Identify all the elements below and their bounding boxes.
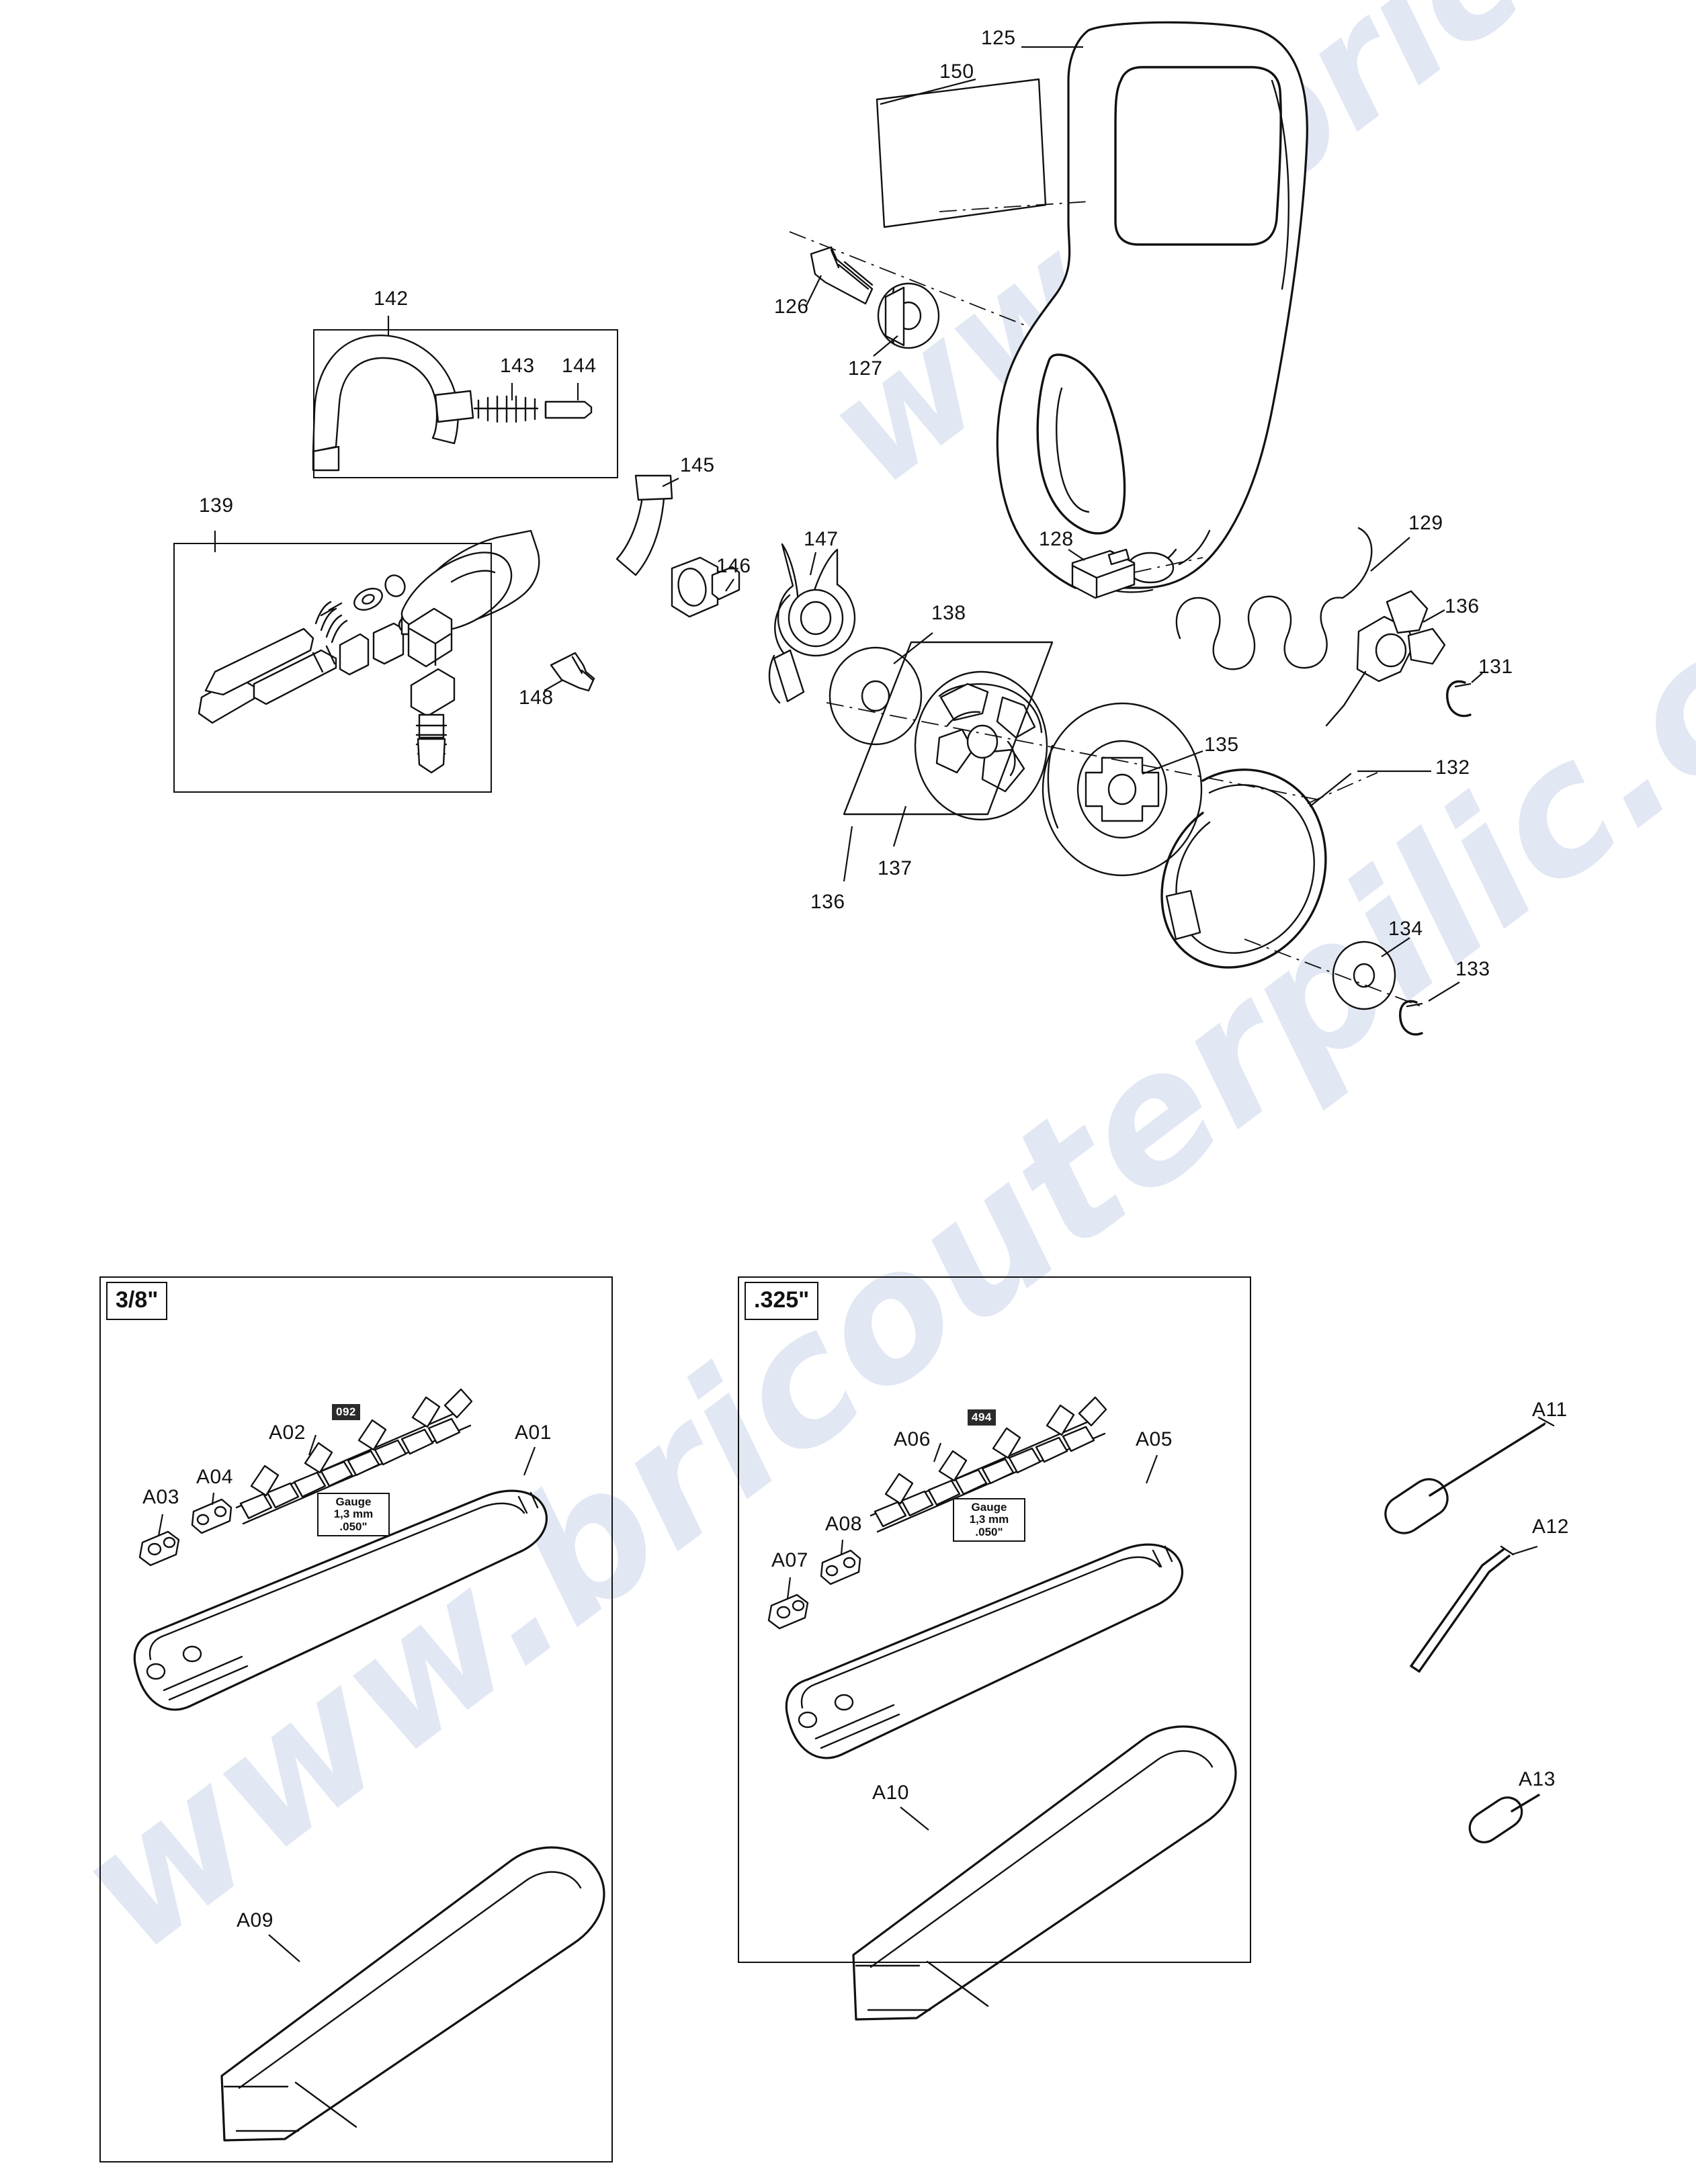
- panel-left-tag: 3/8": [106, 1282, 168, 1320]
- part-148-screw: [551, 653, 594, 691]
- part-132-brake-band: [1162, 770, 1351, 967]
- gauge-line-2: 1,3 mm: [969, 1513, 1009, 1526]
- callout-146: 146: [716, 555, 751, 577]
- part-134-washer: [1333, 942, 1395, 1009]
- part-133-clip: [1400, 1001, 1422, 1034]
- part-A12-hex-key: [1411, 1546, 1513, 1671]
- chip-label-right: 494: [968, 1409, 996, 1426]
- callout-144: 144: [562, 355, 597, 377]
- callout-133: 133: [1455, 958, 1490, 980]
- callout-128: 128: [1039, 528, 1074, 550]
- part-127-bushing: [878, 283, 939, 348]
- part-126-screw: [811, 247, 872, 304]
- callout-136-right: 136: [1445, 595, 1480, 617]
- part-125-handle: [997, 22, 1307, 592]
- callout-A03: A03: [142, 1486, 179, 1508]
- callout-126: 126: [774, 296, 809, 318]
- callout-143: 143: [500, 355, 535, 377]
- callout-136-left: 136: [810, 891, 845, 913]
- gauge-line-2: 1,3 mm: [333, 1508, 374, 1521]
- part-136-lever: [1326, 591, 1445, 726]
- callout-125: 125: [981, 27, 1016, 49]
- callout-129: 129: [1408, 512, 1443, 534]
- callout-150: 150: [939, 60, 974, 83]
- callout-A06: A06: [894, 1428, 931, 1450]
- part-A11-wrench: [1386, 1417, 1554, 1533]
- callout-A01: A01: [515, 1422, 552, 1444]
- callout-142: 142: [374, 288, 409, 310]
- part-145-tube: [617, 476, 672, 575]
- panel-left-frame: [99, 1276, 613, 2163]
- gauge-line-3: .050": [339, 1520, 368, 1533]
- chip-label-left: 092: [332, 1404, 360, 1420]
- callout-A13: A13: [1519, 1768, 1556, 1790]
- part-137-clutch: [915, 672, 1047, 820]
- callout-139: 139: [199, 494, 234, 517]
- part-box-139: [173, 543, 492, 793]
- part-131-clip: [1447, 681, 1470, 715]
- panel-right-tag: .325": [745, 1282, 819, 1320]
- part-A13-driver: [1470, 1795, 1539, 1842]
- callout-A12: A12: [1532, 1516, 1569, 1538]
- callout-A08: A08: [825, 1513, 862, 1535]
- part-128-insulator: [1072, 550, 1134, 598]
- gauge-line-1: Gauge: [335, 1495, 372, 1508]
- callout-A05: A05: [1136, 1428, 1173, 1450]
- watermark-text: www.bricouterpilic.com: [793, 0, 1696, 521]
- callout-A09: A09: [237, 1909, 273, 1931]
- gauge-label-left: Gauge 1,3 mm .050": [317, 1493, 390, 1537]
- callout-132: 132: [1435, 756, 1470, 779]
- part-box-142: [313, 329, 618, 478]
- callout-A11: A11: [1532, 1399, 1568, 1421]
- callout-138: 138: [931, 602, 966, 624]
- gauge-line-1: Gauge: [971, 1501, 1007, 1514]
- callout-A07: A07: [771, 1549, 808, 1571]
- callout-135: 135: [1204, 734, 1239, 756]
- callout-134: 134: [1388, 918, 1423, 940]
- part-129-spring: [1177, 528, 1371, 669]
- gauge-label-right: Gauge 1,3 mm .050": [953, 1498, 1025, 1542]
- part-138-washer: [830, 648, 921, 744]
- part-150-plate: [877, 79, 1046, 227]
- callout-145: 145: [680, 454, 715, 476]
- panel-right-frame: [738, 1276, 1251, 1963]
- callout-137: 137: [878, 857, 913, 879]
- gauge-line-3: .050": [975, 1525, 1003, 1538]
- callout-131: 131: [1478, 656, 1513, 678]
- callout-A10: A10: [872, 1782, 909, 1804]
- callout-127: 127: [848, 357, 883, 380]
- callout-A04: A04: [196, 1466, 233, 1488]
- part-147-lever: [769, 544, 855, 703]
- callout-A02: A02: [269, 1422, 306, 1444]
- callout-148: 148: [519, 687, 554, 709]
- part-135-drum: [1043, 703, 1201, 875]
- callout-147: 147: [804, 528, 839, 550]
